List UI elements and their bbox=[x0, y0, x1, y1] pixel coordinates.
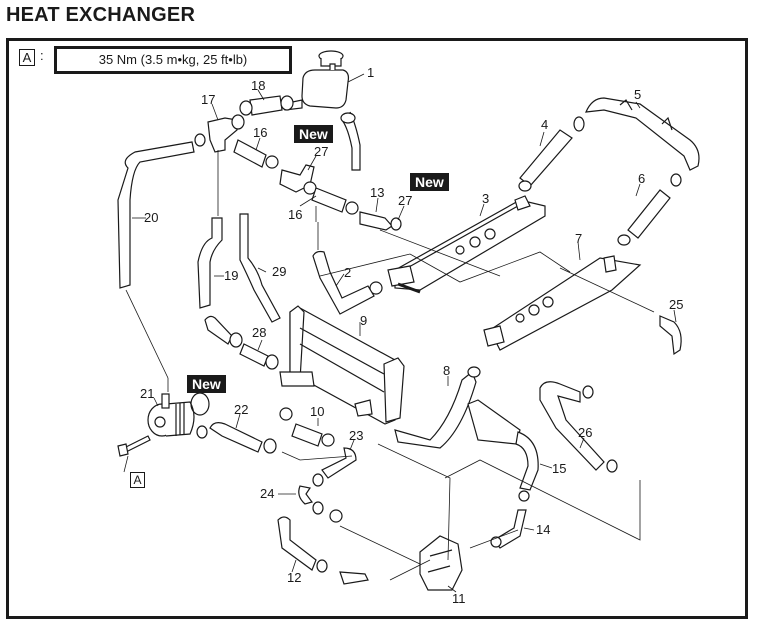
callout-12: 12 bbox=[287, 570, 302, 585]
new-part-badge: New bbox=[410, 173, 449, 191]
part-plate-7 bbox=[483, 255, 642, 351]
callout-18: 18 bbox=[251, 78, 266, 93]
part-water-pump-cover bbox=[419, 535, 463, 591]
callout-3: 3 bbox=[482, 191, 490, 206]
page-title: HEAT EXCHANGER bbox=[6, 4, 196, 26]
diagram-frame bbox=[6, 38, 748, 619]
new-part-badge: New bbox=[187, 375, 226, 393]
callout-2: 2 bbox=[344, 265, 352, 280]
callout-24: 24 bbox=[260, 486, 275, 501]
callout-21: 21 bbox=[140, 386, 155, 401]
callout-11: 11 bbox=[452, 591, 466, 606]
part-plate-3 bbox=[387, 195, 546, 294]
torque-separator: : bbox=[40, 48, 44, 63]
callout-27-lower: 27 bbox=[398, 193, 413, 208]
part-oil-cooler bbox=[147, 393, 195, 437]
new-part-badge: New bbox=[294, 125, 333, 143]
callout-22: 22 bbox=[234, 402, 249, 417]
callout-10: 10 bbox=[310, 404, 325, 419]
torque-spec-box: 35 Nm (3.5 m•kg, 25 ft•lb) bbox=[54, 46, 292, 74]
callout-27-upper: 27 bbox=[314, 144, 329, 159]
callout-6: 6 bbox=[638, 171, 646, 186]
callout-19: 19 bbox=[224, 268, 239, 283]
callout-4: 4 bbox=[541, 117, 549, 132]
callout-5: 5 bbox=[634, 87, 642, 102]
callout-14: 14 bbox=[536, 522, 551, 537]
callout-7: 7 bbox=[575, 231, 583, 246]
callout-1: 1 bbox=[367, 65, 375, 80]
callout-15: 15 bbox=[552, 461, 567, 476]
callout-8: 8 bbox=[443, 363, 451, 378]
callout-17: 17 bbox=[201, 92, 216, 107]
callout-26: 26 bbox=[578, 425, 593, 440]
callout-25: 25 bbox=[669, 297, 684, 312]
part-heat-exchanger-core bbox=[289, 305, 405, 425]
callout-29: 29 bbox=[272, 264, 287, 279]
bolt-torque-reference: A bbox=[130, 472, 145, 488]
part-coolant-tank bbox=[282, 50, 350, 111]
callout-9: 9 bbox=[360, 313, 368, 328]
callout-28: 28 bbox=[252, 325, 267, 340]
callout-13: 13 bbox=[370, 185, 385, 200]
torque-key-label: A bbox=[19, 49, 35, 66]
callout-16-upper: 16 bbox=[253, 125, 268, 140]
callout-23: 23 bbox=[349, 428, 364, 443]
callout-20: 20 bbox=[144, 210, 159, 225]
callout-16-lower: 16 bbox=[288, 207, 303, 222]
